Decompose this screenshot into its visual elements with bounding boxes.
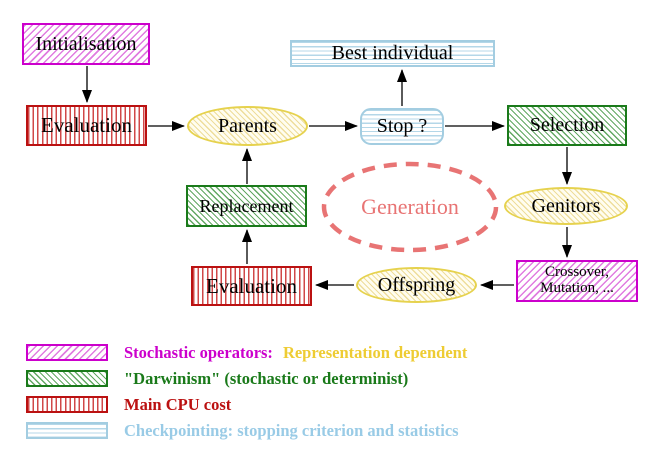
node-stop-label: Stop ? bbox=[376, 115, 428, 137]
crossover-line2: Mutation, ... bbox=[540, 280, 614, 296]
node-evaluation-top: Evaluation bbox=[26, 105, 147, 146]
generation-label-text: Generation bbox=[361, 194, 459, 219]
legend-row-darwinism: "Darwinism" (stochastic or determinist) bbox=[26, 368, 467, 388]
crossover-line1: Crossover, bbox=[545, 264, 609, 281]
node-initialisation-label: Initialisation bbox=[35, 32, 137, 55]
legend-swatch-darwinism bbox=[26, 370, 108, 387]
node-best-individual: Best individual bbox=[290, 40, 495, 67]
node-evaluation-bottom-label: Evaluation bbox=[206, 273, 297, 298]
legend-row-checkpointing: Checkpointing: stopping criterion and st… bbox=[26, 420, 467, 440]
node-parents-label: Parents bbox=[218, 114, 277, 137]
node-crossover-mutation: Crossover, Mutation, ... bbox=[516, 260, 638, 302]
legend-stochastic-label: Stochastic operators: bbox=[124, 342, 273, 362]
node-replacement: Replacement bbox=[186, 185, 307, 227]
legend-cpu-label: Main CPU cost bbox=[124, 394, 232, 414]
node-selection-label: Selection bbox=[529, 114, 605, 136]
generation-label: Generation bbox=[324, 163, 496, 251]
node-genitors: Genitors bbox=[504, 187, 628, 225]
node-selection: Selection bbox=[507, 105, 627, 146]
legend-swatch-checkpointing bbox=[26, 422, 108, 439]
legend: Stochastic operators: Representation depe… bbox=[26, 343, 467, 448]
legend-row-cpu-cost: Main CPU cost bbox=[26, 394, 467, 414]
node-genitors-label: Genitors bbox=[531, 194, 601, 217]
node-best-individual-label: Best individual bbox=[331, 42, 454, 64]
legend-text-stochastic: Stochastic operators: Representation depe… bbox=[124, 343, 467, 363]
node-offspring: Offspring bbox=[356, 267, 477, 303]
legend-checkpoint-label: Checkpointing: stopping criterion and st… bbox=[124, 420, 459, 440]
node-evaluation-top-label: Evaluation bbox=[41, 113, 132, 138]
legend-swatch-stochastic-operators bbox=[26, 344, 108, 361]
legend-swatch-cpu-cost bbox=[26, 396, 108, 413]
node-replacement-label: Replacement bbox=[199, 195, 294, 216]
legend-darwinism-label: "Darwinism" (stochastic or determinist) bbox=[124, 368, 409, 388]
node-offspring-label: Offspring bbox=[377, 273, 456, 296]
node-evaluation-bottom: Evaluation bbox=[191, 266, 312, 306]
generation-dashed-ellipse bbox=[321, 161, 499, 253]
node-crossover-mutation-label: Crossover, Mutation, ... bbox=[540, 264, 614, 297]
node-parents: Parents bbox=[187, 106, 308, 146]
node-initialisation: Initialisation bbox=[22, 23, 150, 65]
legend-row-stochastic: Stochastic operators: Representation depe… bbox=[26, 343, 467, 363]
node-stop: Stop ? bbox=[360, 108, 444, 145]
legend-stochastic-extra: Representation dependent bbox=[282, 342, 468, 362]
